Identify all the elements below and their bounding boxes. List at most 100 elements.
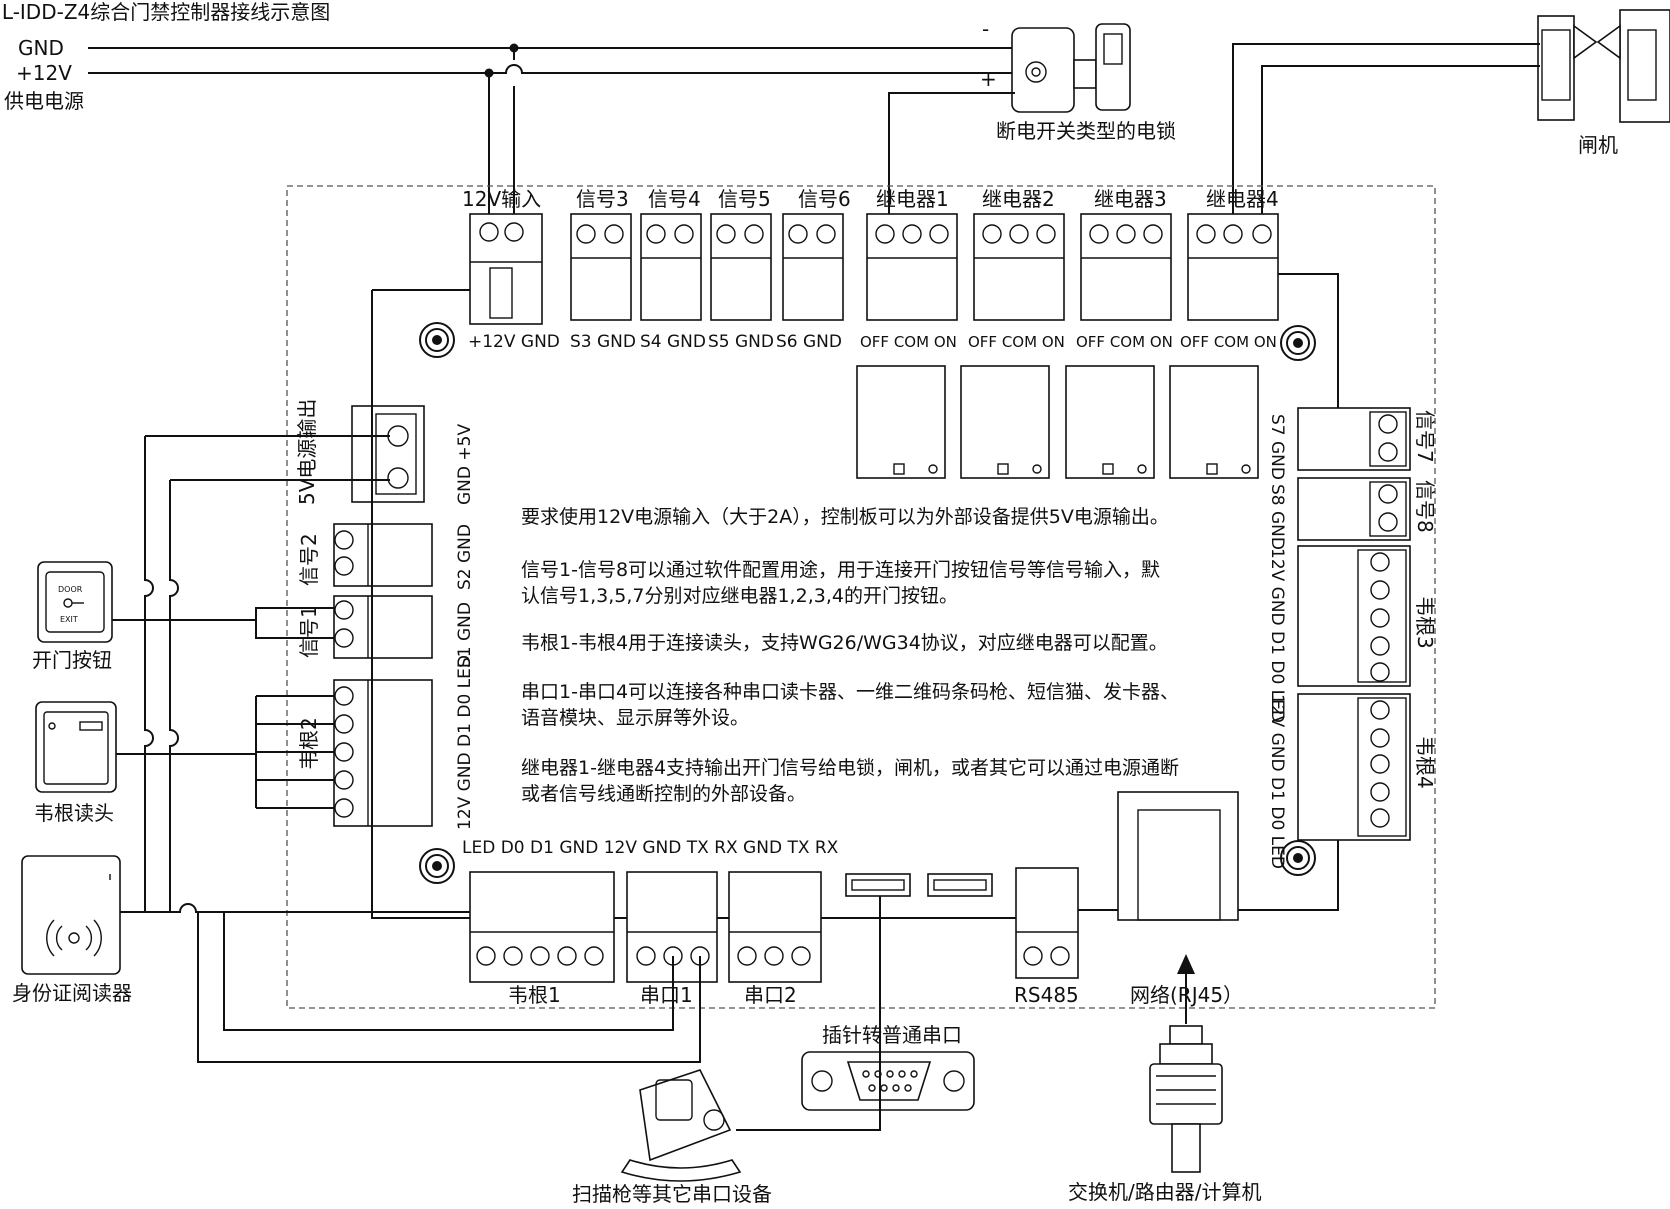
right-label-wg3: 韦根3 (1413, 596, 1437, 649)
note-serial-1: 串口1-串口4可以连接各种串口读卡器、一维二维码条码枪、短信猫、发卡器、 (521, 681, 1179, 703)
top-terminal-relay4 (1187, 213, 1279, 321)
mounting-hole-br (1280, 840, 1316, 876)
top-pins-s6: S6 GND (776, 332, 842, 352)
bottom-label-com2: 串口2 (744, 983, 797, 1007)
id-reader-icon (21, 855, 121, 975)
left-terminal-s2 (333, 523, 433, 587)
id-reader-label: 身份证阅读器 (12, 981, 132, 1005)
power-12v-label: +12V (16, 61, 72, 85)
top-label-s6: 信号6 (798, 187, 851, 211)
relay-block-1 (856, 365, 946, 479)
relay-block-2 (960, 365, 1050, 479)
right-terminal-wg4 (1297, 693, 1411, 841)
mounting-hole-bl (419, 848, 455, 884)
bottom-pins: LED D0 D1 GND 12V GND TX RX GND TX RX (462, 838, 839, 858)
right-label-s7: 信号7 (1413, 410, 1437, 463)
top-terminal-relay3 (1080, 213, 1172, 321)
lock-wire (888, 92, 1015, 232)
bottom-label-wg1: 韦根1 (508, 983, 561, 1007)
top-terminal-s6 (782, 213, 844, 321)
left-terminal-s1 (333, 595, 433, 659)
top-pins-s5: S5 GND (708, 332, 774, 352)
top-terminal-s5 (710, 213, 772, 321)
left-pins-s1: S1 GND (455, 602, 475, 668)
exit-button-bottom-text: EXIT (60, 615, 78, 624)
scanner-label: 扫描枪等其它串口设备 (572, 1182, 772, 1206)
right-terminal-wg3 (1297, 545, 1411, 687)
db9-wire (736, 896, 881, 1131)
pin-header-2 (927, 873, 993, 897)
power-supply-label: 供电电源 (4, 89, 84, 113)
lock-label: 断电开关类型的电锁 (996, 119, 1176, 143)
lock-minus-sign: - (982, 17, 989, 41)
rj45-port (1117, 791, 1239, 921)
top-label-s3: 信号3 (576, 187, 629, 211)
note-relay-1: 继电器1-继电器4支持输出开门信号给电锁，闸机，或者其它可以通过电源通断 (521, 757, 1179, 779)
control-board (286, 185, 1436, 1009)
note-power: 要求使用12V电源输入（大于2A），控制板可以为外部设备提供5V电源输出。 (521, 506, 1169, 528)
left-pins-s2: S2 GND (455, 524, 475, 590)
power-gnd-label: GND (18, 36, 64, 60)
right-pins-s8: S8 GND (1267, 484, 1287, 550)
right-pins-wg3: 12V GND D1 D0 LED (1267, 548, 1287, 723)
right-terminal-s8 (1297, 477, 1411, 541)
scanner-icon (620, 1069, 742, 1182)
electric-lock-icon (1011, 23, 1131, 113)
top-label-12v: 12V输入 (462, 187, 541, 211)
db9-connector-icon (801, 1051, 975, 1111)
note-relay-2: 或者信号线通断控制的外部设备。 (521, 783, 806, 805)
top-pins-relay4: OFF COM ON (1180, 333, 1277, 351)
top-pins-s3: S3 GND (570, 332, 636, 352)
top-terminal-relay2 (973, 213, 1065, 321)
lock-plus-sign: + (980, 67, 997, 91)
top-label-relay1: 继电器1 (876, 187, 949, 211)
top-pins-relay1: OFF COM ON (860, 333, 957, 351)
bottom-terminal-com2 (728, 871, 822, 983)
mounting-hole-tr (1280, 325, 1316, 361)
top-terminal-relay1 (866, 213, 958, 321)
right-label-s8: 信号8 (1413, 480, 1437, 533)
relay-block-4 (1169, 365, 1259, 479)
left-pins-5v: GND +5V (455, 424, 475, 505)
top-pins-s4: S4 GND (640, 332, 706, 352)
top-label-relay2: 继电器2 (982, 187, 1055, 211)
bottom-terminal-wg1 (469, 871, 615, 983)
right-pins-wg4: 12V GND D1 D0 LED (1267, 694, 1287, 869)
top-label-relay4: 继电器4 (1206, 187, 1279, 211)
top-pins-12v: +12V GND (468, 332, 560, 352)
network-cable-icon (1149, 1025, 1223, 1173)
bottom-terminal-rs485 (1015, 867, 1079, 979)
note-wiegand: 韦根1-韦根4用于连接读头，支持WG26/WG34协议，对应继电器可以配置。 (521, 632, 1168, 654)
top-label-s4: 信号4 (648, 187, 701, 211)
power-wires (88, 43, 1015, 232)
network-arrow (1177, 954, 1195, 1024)
left-pins-wg2: 12V GND D1 D0 LED (455, 655, 475, 830)
left-label-5v: 5V电源输出 (295, 399, 319, 505)
top-pins-relay3: OFF COM ON (1076, 333, 1173, 351)
left-terminal-wg2 (333, 679, 433, 827)
diagram-title: JL-IDD-Z4综合门禁控制器接线示意图 (0, 0, 330, 24)
left-terminal-5v (351, 405, 425, 503)
left-label-s1: 信号1 (297, 605, 321, 658)
pin-to-serial-label: 插针转普通串口 (822, 1023, 962, 1047)
gate-wire-2 (1261, 65, 1540, 232)
right-terminal-s7 (1297, 407, 1411, 471)
left-label-s2: 信号2 (297, 533, 321, 586)
top-terminal-s3 (570, 213, 632, 321)
bottom-label-rs485: RS485 (1014, 983, 1079, 1007)
gate-label: 闸机 (1578, 133, 1618, 157)
note-signal-1: 信号1-信号8可以通过软件配置用途，用于连接开门按钮信号等信号输入，默 (521, 559, 1160, 581)
exit-button-label: 开门按钮 (32, 648, 112, 672)
pin-header-1 (845, 873, 911, 897)
top-label-s5: 信号5 (718, 187, 771, 211)
relay-block-3 (1065, 365, 1155, 479)
top-terminal-s4 (640, 213, 702, 321)
left-label-wg2: 韦根2 (297, 717, 321, 770)
top-terminal-12v (469, 213, 543, 325)
wiegand-reader-label: 韦根读头 (34, 801, 114, 825)
right-label-wg4: 韦根4 (1413, 736, 1437, 789)
wiegand-reader-icon (35, 701, 117, 793)
bottom-label-com1: 串口1 (640, 983, 693, 1007)
right-pins-s7: S7 GND (1267, 414, 1287, 480)
